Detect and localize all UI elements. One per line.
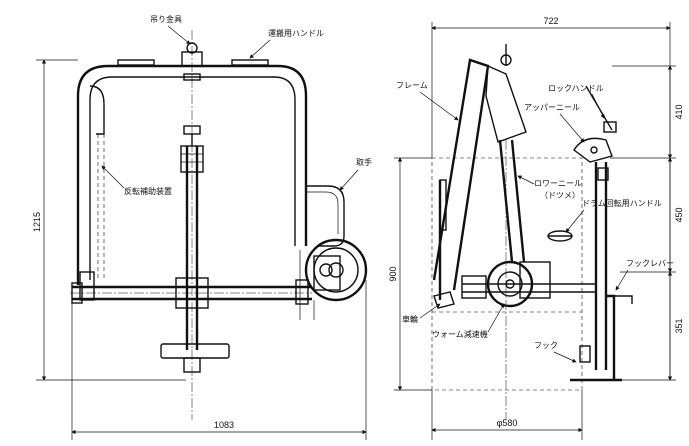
dim-seg-mid: 450 bbox=[674, 207, 684, 222]
side-view: 722 900 410 450 351 φ580 フレーム ロックハンドル アッ… bbox=[388, 16, 684, 440]
dim-height: 1215 bbox=[32, 212, 42, 232]
side-frame bbox=[432, 58, 490, 291]
dim-side-width: 722 bbox=[543, 16, 558, 26]
lifting-fitting bbox=[181, 51, 203, 67]
drum-outline bbox=[431, 157, 583, 391]
label-hook: フック bbox=[534, 341, 558, 350]
label-hook-lever: フックレバー bbox=[626, 259, 674, 268]
lifting-nut bbox=[183, 73, 201, 81]
worm-gear-housing bbox=[313, 255, 341, 291]
label-lower-kneel: ロワーニール bbox=[534, 179, 582, 188]
axle-right-clamp bbox=[295, 279, 309, 305]
upper-kneel-rod bbox=[498, 139, 514, 263]
label-worm-gear: ウォーム減速機 bbox=[432, 329, 488, 339]
dim-seg-bottom: 351 bbox=[674, 318, 684, 333]
label-drum-handle: ドラム回転用ハンドル bbox=[582, 199, 662, 208]
label-upper-kneel: アッパーニール bbox=[524, 103, 580, 112]
foot-disc bbox=[160, 343, 230, 359]
label-transport-handle: 運搬用ハンドル bbox=[268, 28, 324, 38]
label-lower-kneel-sub: （ドツメ） bbox=[540, 191, 580, 200]
front-wheel bbox=[304, 238, 368, 302]
dim-seg-top: 410 bbox=[674, 104, 684, 119]
transport-handle-right bbox=[231, 59, 269, 66]
front-view: 1215 1083 吊り金具 運搬用ハンドル 反転補助装置 取手 bbox=[32, 14, 372, 440]
lifting-eye bbox=[186, 42, 198, 54]
label-frame: フレーム bbox=[396, 81, 428, 90]
label-reversal-device: 反転補助装置 bbox=[124, 186, 172, 196]
dim-diameter: φ580 bbox=[497, 418, 518, 428]
frame-arch-inner bbox=[89, 76, 296, 280]
axle-center-block bbox=[175, 277, 209, 309]
lock-mechanism bbox=[573, 137, 613, 163]
label-lifting-fitting: 吊り金具 bbox=[150, 14, 182, 24]
shaft-collar bbox=[180, 145, 204, 173]
axle-left-hub bbox=[79, 271, 95, 301]
dim-side-height: 900 bbox=[388, 266, 398, 281]
label-grip: 取手 bbox=[356, 157, 372, 167]
upper-arm-block bbox=[485, 64, 527, 143]
side-wheel bbox=[433, 291, 455, 309]
label-wheel: 車輪 bbox=[402, 314, 418, 324]
dim-width: 1083 bbox=[214, 420, 234, 430]
transport-handle-left bbox=[117, 59, 155, 66]
foot-post bbox=[183, 357, 201, 373]
grip-handle bbox=[306, 185, 345, 247]
hook bbox=[579, 345, 591, 363]
reversal-bracket bbox=[89, 85, 105, 135]
label-lock-handle: ロックハンドル bbox=[548, 84, 604, 93]
